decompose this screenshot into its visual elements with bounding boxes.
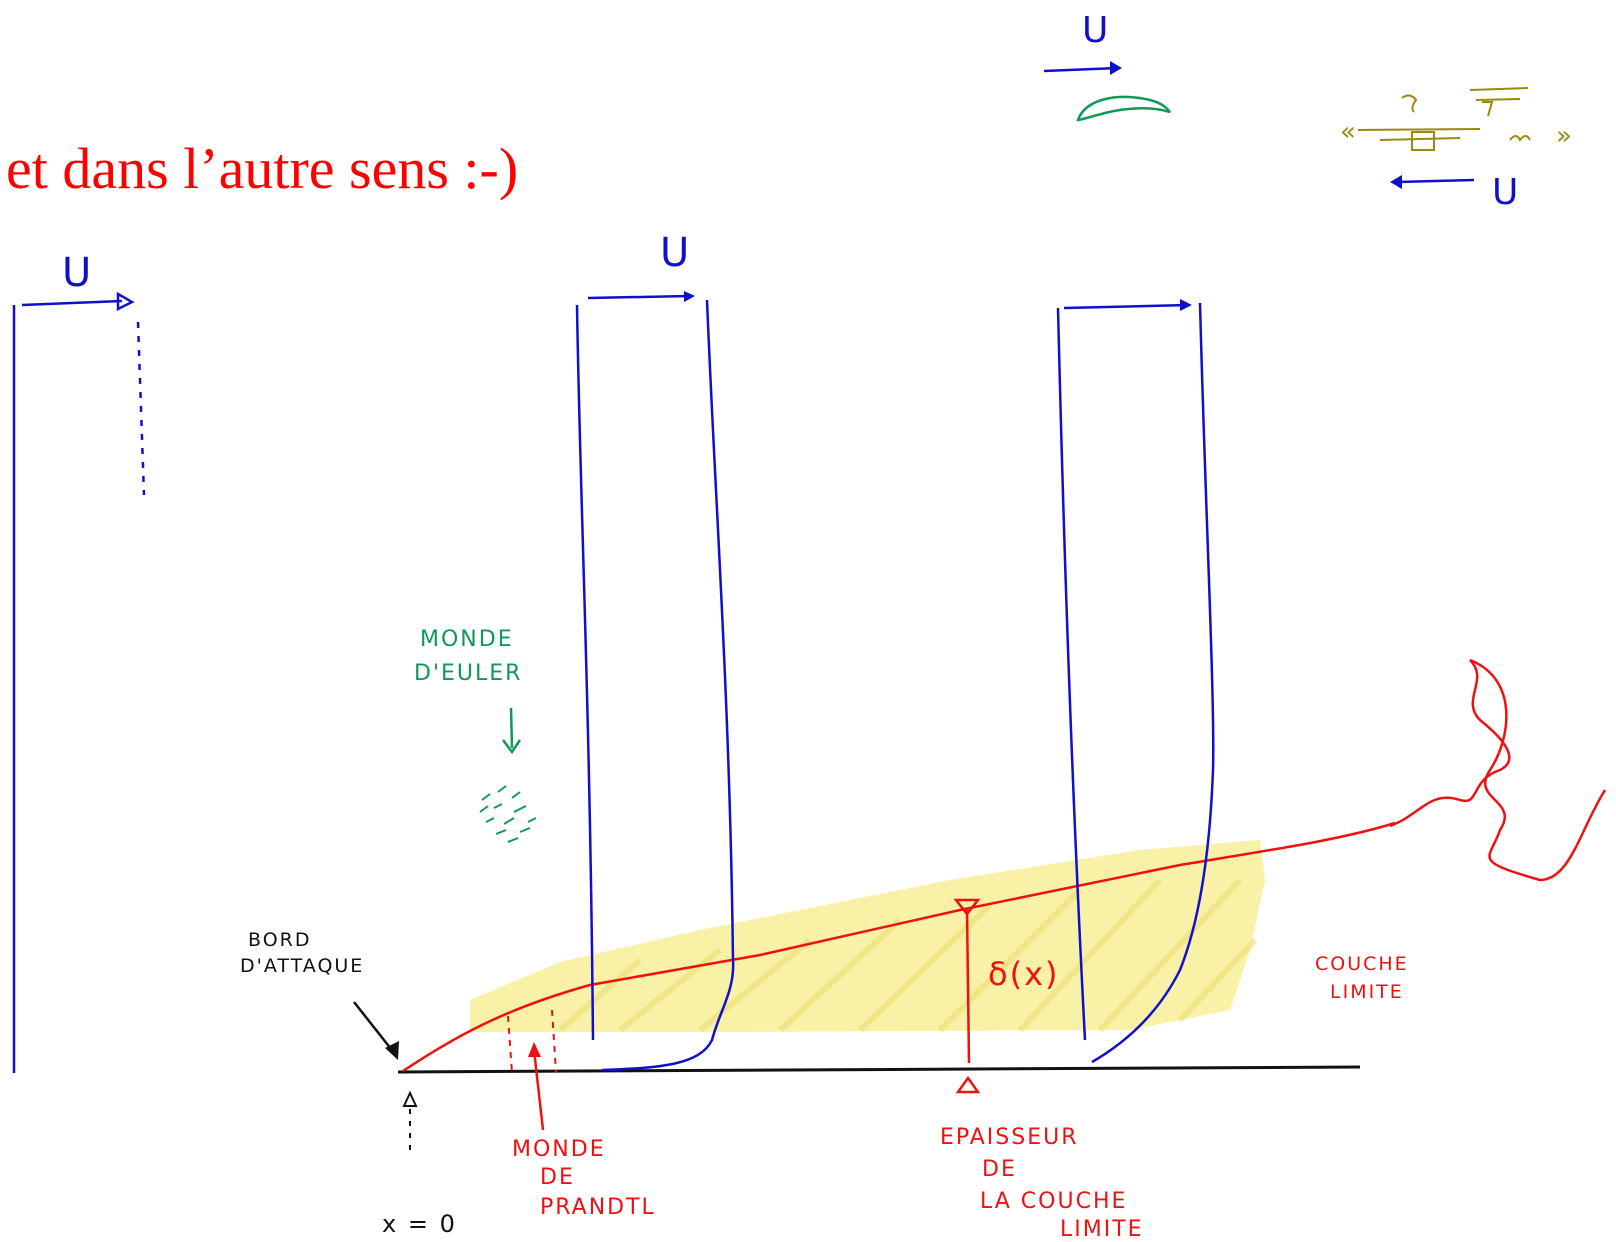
couche-limite-label-2: LIMITE (1330, 981, 1404, 1003)
monde-euler-label-1: MONDE (420, 627, 514, 652)
u-free-stream-label: U (62, 250, 91, 296)
flat-plate (397, 1065, 1361, 1074)
delta-label: δ(x) (988, 955, 1059, 993)
u-profile-label: U (660, 230, 689, 276)
turbulence-squiggle (1389, 658, 1607, 882)
boundary-layer-highlight (470, 840, 1265, 1033)
u-top-inset-label: U (1082, 10, 1108, 51)
bord-attaque-label-1: BORD (248, 929, 312, 951)
epaisseur-label-2: DE (982, 1157, 1017, 1182)
boundary-layer-edge (402, 821, 1396, 1073)
bord-attaque-label-2: D'ATTAQUE (240, 955, 364, 977)
leading-edge-arrow (353, 1001, 418, 1150)
olive-inset (1357, 87, 1531, 189)
epaisseur-label-3: LA COUCHE (980, 1189, 1127, 1214)
airfoil-inset (1043, 61, 1171, 122)
olive-quote-close: » (1556, 121, 1572, 151)
couche-limite-label-1: COUCHE (1315, 953, 1409, 975)
free-stream-profile (12, 291, 146, 1073)
u-bottom-inset-label: U (1492, 172, 1518, 213)
velocity-profile-2 (1056, 299, 1215, 1064)
velocity-profile-1 (575, 291, 735, 1072)
x-zero-label: x = 0 (382, 1210, 457, 1238)
epaisseur-label-4: LIMITE (1060, 1217, 1144, 1242)
slide-title: et dans l’autre sens :-) (6, 136, 519, 201)
epaisseur-label-1: EPAISSEUR (940, 1125, 1079, 1150)
euler-arrow (479, 707, 537, 843)
monde-prandtl-label-1: MONDE (512, 1137, 606, 1162)
prandtl-strip (507, 1009, 557, 1131)
thickness-marker (953, 898, 981, 1094)
monde-euler-label-2: D'EULER (414, 661, 522, 686)
monde-prandtl-label-2: DE (540, 1165, 575, 1190)
olive-quote-open: « (1340, 117, 1356, 147)
monde-prandtl-label-3: PRANDTL (540, 1195, 656, 1220)
